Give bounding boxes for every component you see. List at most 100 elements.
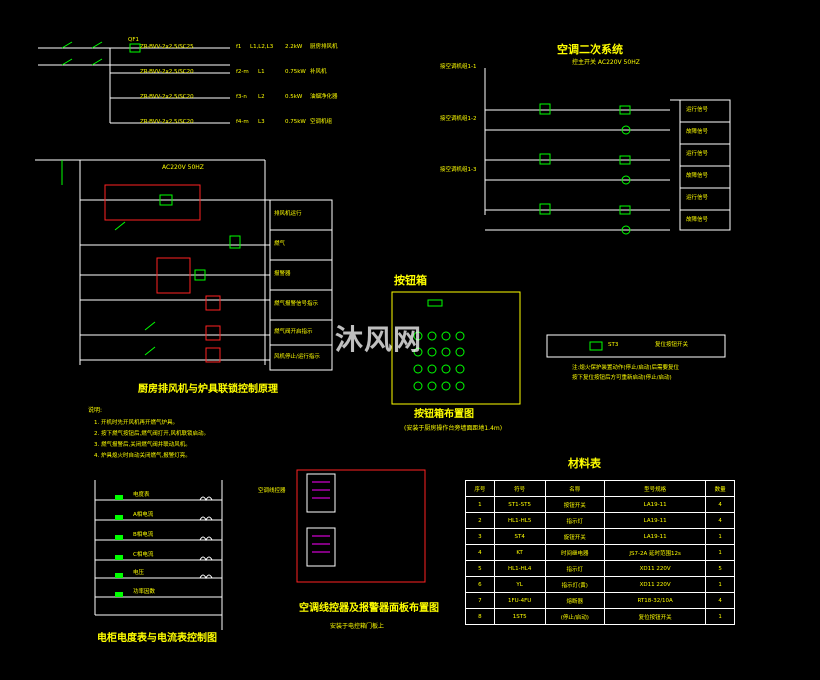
kitchen-terminal-3: 报警器 (274, 271, 291, 277)
feeder-3-pos: L2 (258, 94, 265, 100)
button-box-title: 按钮箱 (394, 274, 427, 287)
ac-output-1: 运行信号 (686, 107, 709, 113)
feeder-3-kw: 0.5kW (285, 94, 303, 100)
ac-input-1: 接空调机组1-1 (440, 64, 477, 70)
table-cell: 8 (465, 608, 495, 625)
st3-description: 复位按钮开关 (655, 342, 689, 348)
feeder-4-cable: ZR-BVV-2x2.5/SC20 (140, 119, 194, 125)
table-cell: KT (493, 544, 546, 561)
meter-wiring (94, 480, 223, 630)
meter-label-3: B相电流 (133, 532, 154, 538)
ac-panel-layout-title: 空调线控器及报警器面板布置图 (299, 603, 439, 614)
feeder-2-pos: L1 (258, 69, 265, 75)
materials-header-row: 序号 符号 名称 型号规格 数量 (465, 480, 735, 497)
table-cell: XD11 220V (604, 560, 707, 577)
table-cell: 5 (465, 560, 495, 577)
table-cell: XD11 220V (604, 576, 707, 593)
table-cell: 7 (465, 592, 495, 609)
materials-title: 材料表 (568, 457, 601, 470)
table-cell: 1ST5 (493, 608, 546, 625)
bottom-note-2: 按下复位按钮后方可重新启动(停止/启动) (572, 375, 672, 381)
note-3: 3. 燃气报警后,关闭燃气阀并联动风机。 (94, 442, 191, 448)
ac-system-title: 空调二次系统 (557, 43, 623, 56)
meter-label-4: C相电流 (133, 552, 154, 558)
table-cell: 熔断器 (544, 592, 606, 609)
feeder-1-pos: L1,L2,L3 (250, 44, 274, 50)
ac-panel-leds (312, 481, 330, 553)
table-cell: 4 (705, 512, 735, 529)
feeder-1-desc: 厨房排风机 (310, 44, 338, 50)
feeder-switches (61, 41, 141, 66)
feeder-2-kw: 0.75kW (285, 69, 306, 75)
feeder-4-kw: 0.75kW (285, 119, 306, 125)
meter-contacts (115, 495, 123, 597)
table-cell: RT18-32/10A (604, 592, 707, 609)
st3-frame (546, 334, 726, 358)
ac-system-subtitle: 控主开关 AC220V 50HZ (572, 59, 640, 66)
materials-header-index: 序号 (465, 480, 495, 497)
meter-coils (199, 496, 213, 580)
ac-output-5: 运行信号 (686, 195, 709, 201)
table-cell: HL1-HL4 (493, 560, 546, 577)
feeder-3-phase: f3-n (236, 94, 247, 100)
table-cell: JS7-2A 延时范围12s (604, 544, 707, 561)
interlock-box-1 (104, 184, 201, 221)
table-cell: 指示灯 (544, 560, 606, 577)
meter-label-5: 电压 (133, 570, 145, 576)
feeder-3-cable: ZR-BVV-2x2.5/SC20 (140, 94, 194, 100)
table-cell: LA19-11 (604, 528, 707, 545)
ac-input-2: 接空调机组1-2 (440, 116, 477, 122)
feeder-2-desc: 补风机 (310, 69, 327, 75)
table-cell: ST4 (493, 528, 546, 545)
materials-header-symbol: 符号 (493, 480, 546, 497)
table-cell: 指示灯(黄) (544, 576, 606, 593)
meters-control-title: 电柜电度表与电流表控制图 (97, 633, 217, 644)
note-2: 2. 按下燃气按钮后,燃气阀打开,风机联锁启动。 (94, 431, 209, 437)
kitchen-control-title: 厨房排风机与炉具联锁控制原理 (138, 384, 278, 395)
st3-label: ST3 (608, 342, 619, 348)
ac-panel-layout-subtitle: 安装于电控箱门板上 (330, 623, 385, 630)
table-cell: 5 (705, 560, 735, 577)
table-cell: 3 (465, 528, 495, 545)
table-cell: 1 (465, 496, 495, 513)
watermark-logo: 沐风网 (335, 323, 423, 356)
kitchen-terminal-1: 排风机运行 (274, 211, 302, 217)
note-1: 1. 开机时先开风机再开燃气炉具。 (94, 420, 178, 426)
ac-input-3: 接空调机组1-3 (440, 167, 477, 173)
materials-header-name: 名称 (544, 480, 606, 497)
ac-output-2: 故障信号 (686, 129, 709, 135)
ac-output-3: 运行信号 (686, 151, 709, 157)
feeder-wiring (38, 47, 230, 124)
table-cell: LA19-11 (604, 512, 707, 529)
table-cell: LA19-11 (604, 496, 707, 513)
button-box-buttons (413, 299, 465, 391)
materials-header-spec: 型号规格 (604, 480, 707, 497)
table-cell: 4 (465, 544, 495, 561)
table-cell: 4 (705, 496, 735, 513)
table-cell: 1 (705, 576, 735, 593)
table-cell: 按钮开关 (544, 496, 606, 513)
indicator-lamps (205, 295, 221, 363)
table-cell: 6 (465, 576, 495, 593)
notes-title: 说明: (88, 407, 103, 414)
kitchen-terminal-block (269, 199, 333, 371)
kitchen-terminal-2: 燃气 (274, 241, 286, 247)
kitchen-terminal-4: 燃气报警信号指示 (274, 301, 319, 307)
table-cell: 复位按钮开关 (604, 608, 707, 625)
button-box-layout-subtitle: (安装于厨房操作台旁墙面距地1.4m) (404, 425, 503, 432)
meter-label-1: 电度表 (133, 492, 150, 498)
ac-panel-controller-1 (306, 473, 336, 513)
feeder-4-pos: L3 (258, 119, 265, 125)
kitchen-control-wiring (35, 159, 270, 365)
interlock-box-2 (156, 257, 191, 294)
supply-label: AC220V 50HZ (162, 164, 204, 171)
kitchen-control-devices (61, 160, 241, 356)
table-cell: 1 (705, 544, 735, 561)
note-4: 4. 炉具熄火时自动关闭燃气,报警灯亮。 (94, 453, 191, 459)
